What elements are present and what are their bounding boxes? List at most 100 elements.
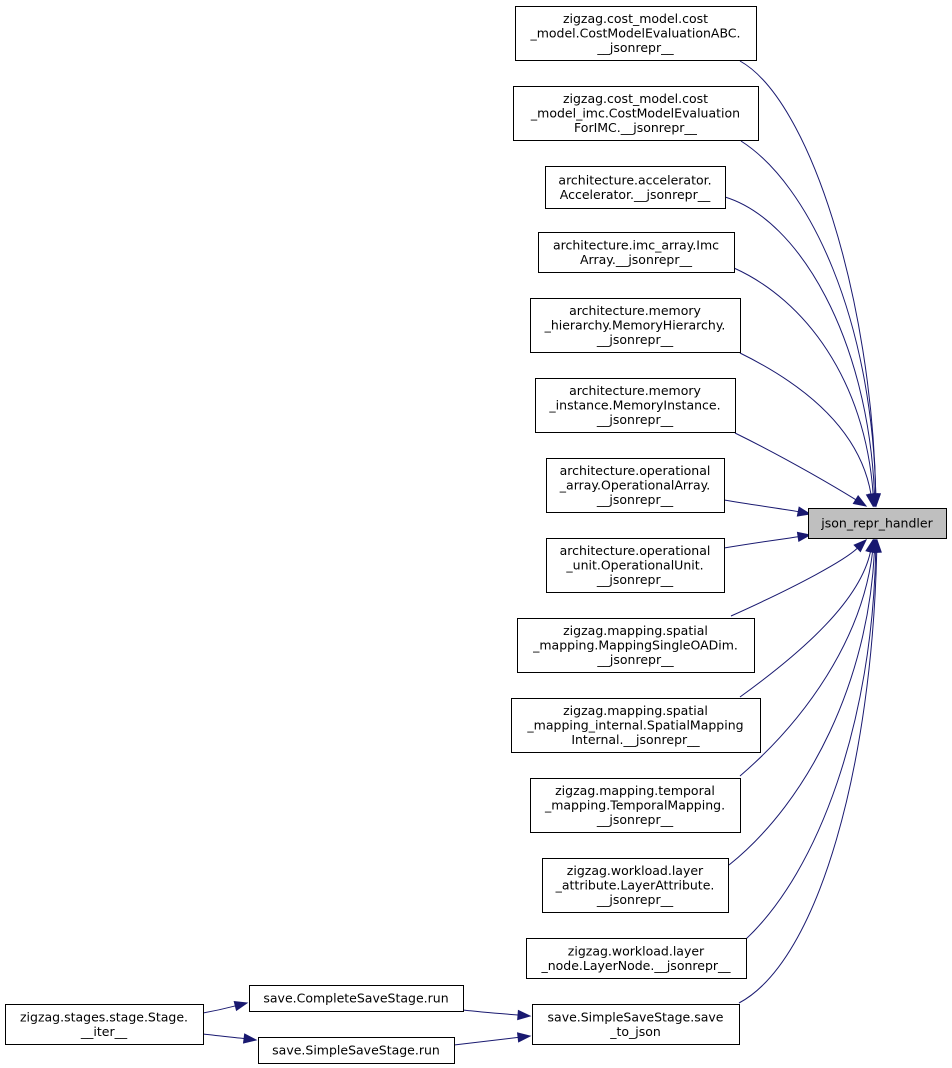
node-op-array[interactable]: architecture.operational_array.Operation… (546, 458, 725, 513)
node-label-line: _model_imc.CostModelEvaluation (530, 106, 740, 121)
node-la[interactable]: zigzag.workload.layer_attribute.LayerAtt… (542, 858, 729, 913)
node-box (808, 508, 947, 539)
node-label-line: zigzag.stages.stage.Stage. (20, 1009, 188, 1024)
node-label-line: _mapping_internal.SpatialMapping (526, 718, 743, 733)
edge-accelerator-to-target-line (724, 196, 875, 495)
node-label-line: _node.LayerNode.__jsonrepr__ (540, 958, 731, 973)
node-imc-array[interactable]: architecture.imc_array.ImcArray.__jsonre… (538, 232, 735, 273)
edge-cme-abc-to-target (739, 60, 881, 508)
edge-cme-imc-to-target-line (740, 140, 877, 495)
node-box (546, 538, 725, 593)
node-box (530, 298, 741, 353)
edge-stage-iter-to-sss-run-line (202, 1033, 245, 1040)
node-box (258, 1037, 455, 1064)
node-tm[interactable]: zigzag.mapping.temporal_mapping.Temporal… (530, 778, 741, 833)
node-label-line: _hierarchy.MemoryHierarchy. (544, 318, 726, 333)
node-label-line: _to_json (609, 1024, 661, 1039)
node-label-line: zigzag.cost_model.cost (563, 91, 708, 106)
node-label-line: architecture.memory (569, 383, 701, 398)
node-label-line: __jsonrepr__ (596, 332, 674, 347)
edge-stage-iter-to-sss-run (202, 1033, 258, 1044)
edge-mem-hier-to-target-arrowhead (865, 492, 877, 508)
edge-css-run-to-sss-save (462, 1009, 532, 1021)
edge-smi-to-target-line (739, 551, 871, 698)
node-box (538, 232, 735, 273)
node-label-line: zigzag.workload.layer (568, 943, 705, 958)
edge-mem-hier-to-target-line (739, 352, 872, 495)
edge-op-array-to-target (723, 499, 812, 517)
node-label-line: Accelerator.__jsonrepr__ (560, 187, 711, 202)
node-label-line: architecture.imc_array.Imc (553, 237, 719, 252)
node-target[interactable]: json_repr_handler (808, 508, 947, 539)
node-label-line: __iter__ (80, 1024, 128, 1039)
node-box (517, 618, 755, 673)
node-label-line: Internal.__jsonrepr__ (571, 732, 700, 747)
node-label-line: Array.__jsonrepr__ (580, 252, 693, 267)
edge-imc-array-to-target-line (733, 267, 874, 495)
node-label-line: __jsonrepr__ (596, 412, 674, 427)
edge-sss-save-to-target-line (738, 551, 878, 1004)
edge-stage-iter-to-css-run-line (202, 1005, 236, 1014)
edge-msoad-to-target-arrowhead (853, 539, 868, 553)
edge-msoad-to-target (730, 539, 868, 617)
edge-op-unit-to-target-line (723, 536, 799, 549)
node-box (249, 985, 464, 1012)
node-box (545, 166, 726, 209)
node-box (5, 1004, 204, 1045)
node-label-line: zigzag.cost_model.cost (563, 11, 708, 26)
node-ln[interactable]: zigzag.workload.layer_node.LayerNode.__j… (526, 938, 747, 979)
node-label-line: zigzag.mapping.temporal (555, 783, 715, 798)
node-label-line: _mapping.TemporalMapping. (544, 798, 725, 813)
edge-mem-hier-to-target (739, 352, 877, 508)
node-msoad[interactable]: zigzag.mapping.spatial_mapping.MappingSi… (517, 618, 755, 673)
node-sss-save[interactable]: save.SimpleSaveStage.save_to_json (532, 1004, 740, 1045)
nodes-layer: json_repr_handlerzigzag.cost_model.cost_… (5, 6, 947, 1064)
node-label-line: architecture.memory (569, 303, 701, 318)
node-label-line: __jsonrepr__ (596, 652, 674, 667)
node-cme-abc[interactable]: zigzag.cost_model.cost_model.CostModelEv… (515, 6, 757, 61)
node-accelerator[interactable]: architecture.accelerator.Accelerator.__j… (545, 166, 726, 209)
edge-sss-save-to-target-arrowhead (871, 538, 882, 553)
edge-css-run-to-sss-save-arrowhead (517, 1009, 532, 1021)
node-box (515, 6, 757, 61)
node-label-line: architecture.operational (560, 543, 711, 558)
node-sss-run[interactable]: save.SimpleSaveStage.run (258, 1037, 455, 1064)
node-label-line: __jsonrepr__ (596, 892, 674, 907)
edge-op-unit-to-target-arrowhead (796, 531, 812, 543)
node-label-line: save.CompleteSaveStage.run (263, 991, 448, 1006)
node-label-line: json_repr_handler (820, 516, 933, 531)
node-label-line: _unit.OperationalUnit. (565, 558, 703, 573)
node-box (526, 938, 747, 979)
edge-stage-iter-to-sss-run-arrowhead (242, 1033, 258, 1044)
node-mem-hier[interactable]: architecture.memory_hierarchy.MemoryHier… (530, 298, 741, 353)
node-label-line: ForIMC.__jsonrepr__ (574, 120, 698, 135)
node-label-line: _attribute.LayerAttribute. (555, 878, 715, 893)
node-label-line: architecture.accelerator. (558, 172, 711, 187)
edge-sss-save-to-target (738, 538, 882, 1004)
node-op-unit[interactable]: architecture.operational_unit.Operationa… (546, 538, 725, 593)
node-box (511, 698, 761, 753)
node-label-line: __jsonrepr__ (596, 572, 674, 587)
node-label-line: save.SimpleSaveStage.save (548, 1009, 724, 1024)
node-box (542, 858, 729, 913)
node-label-line: _mapping.MappingSingleOADim. (532, 638, 738, 653)
edge-ln-to-target-line (744, 551, 877, 941)
node-mem-inst[interactable]: architecture.memory_instance.MemoryInsta… (535, 378, 736, 433)
node-stage-iter[interactable]: zigzag.stages.stage.Stage.__iter__ (5, 1004, 204, 1045)
node-cme-imc[interactable]: zigzag.cost_model.cost_model_imc.CostMod… (513, 86, 759, 141)
edges-layer (202, 60, 882, 1046)
edge-accelerator-to-target (724, 196, 880, 508)
edge-sss-run-to-sss-save-arrowhead (516, 1032, 532, 1043)
edge-cme-abc-to-target-line (739, 60, 877, 495)
edge-css-run-to-sss-save-line (462, 1009, 519, 1016)
edge-mem-inst-to-target (734, 432, 868, 507)
edge-smi-to-target (739, 538, 876, 698)
edge-stage-iter-to-css-run-arrowhead (233, 1000, 249, 1012)
node-box (530, 778, 741, 833)
node-label-line: __jsonrepr__ (596, 492, 674, 507)
node-smi[interactable]: zigzag.mapping.spatial_mapping_internal.… (511, 698, 761, 753)
node-label-line: __jsonrepr__ (596, 40, 674, 55)
edge-cme-imc-to-target (740, 140, 881, 508)
node-css-run[interactable]: save.CompleteSaveStage.run (249, 985, 464, 1012)
edge-stage-iter-to-css-run (202, 1000, 249, 1014)
